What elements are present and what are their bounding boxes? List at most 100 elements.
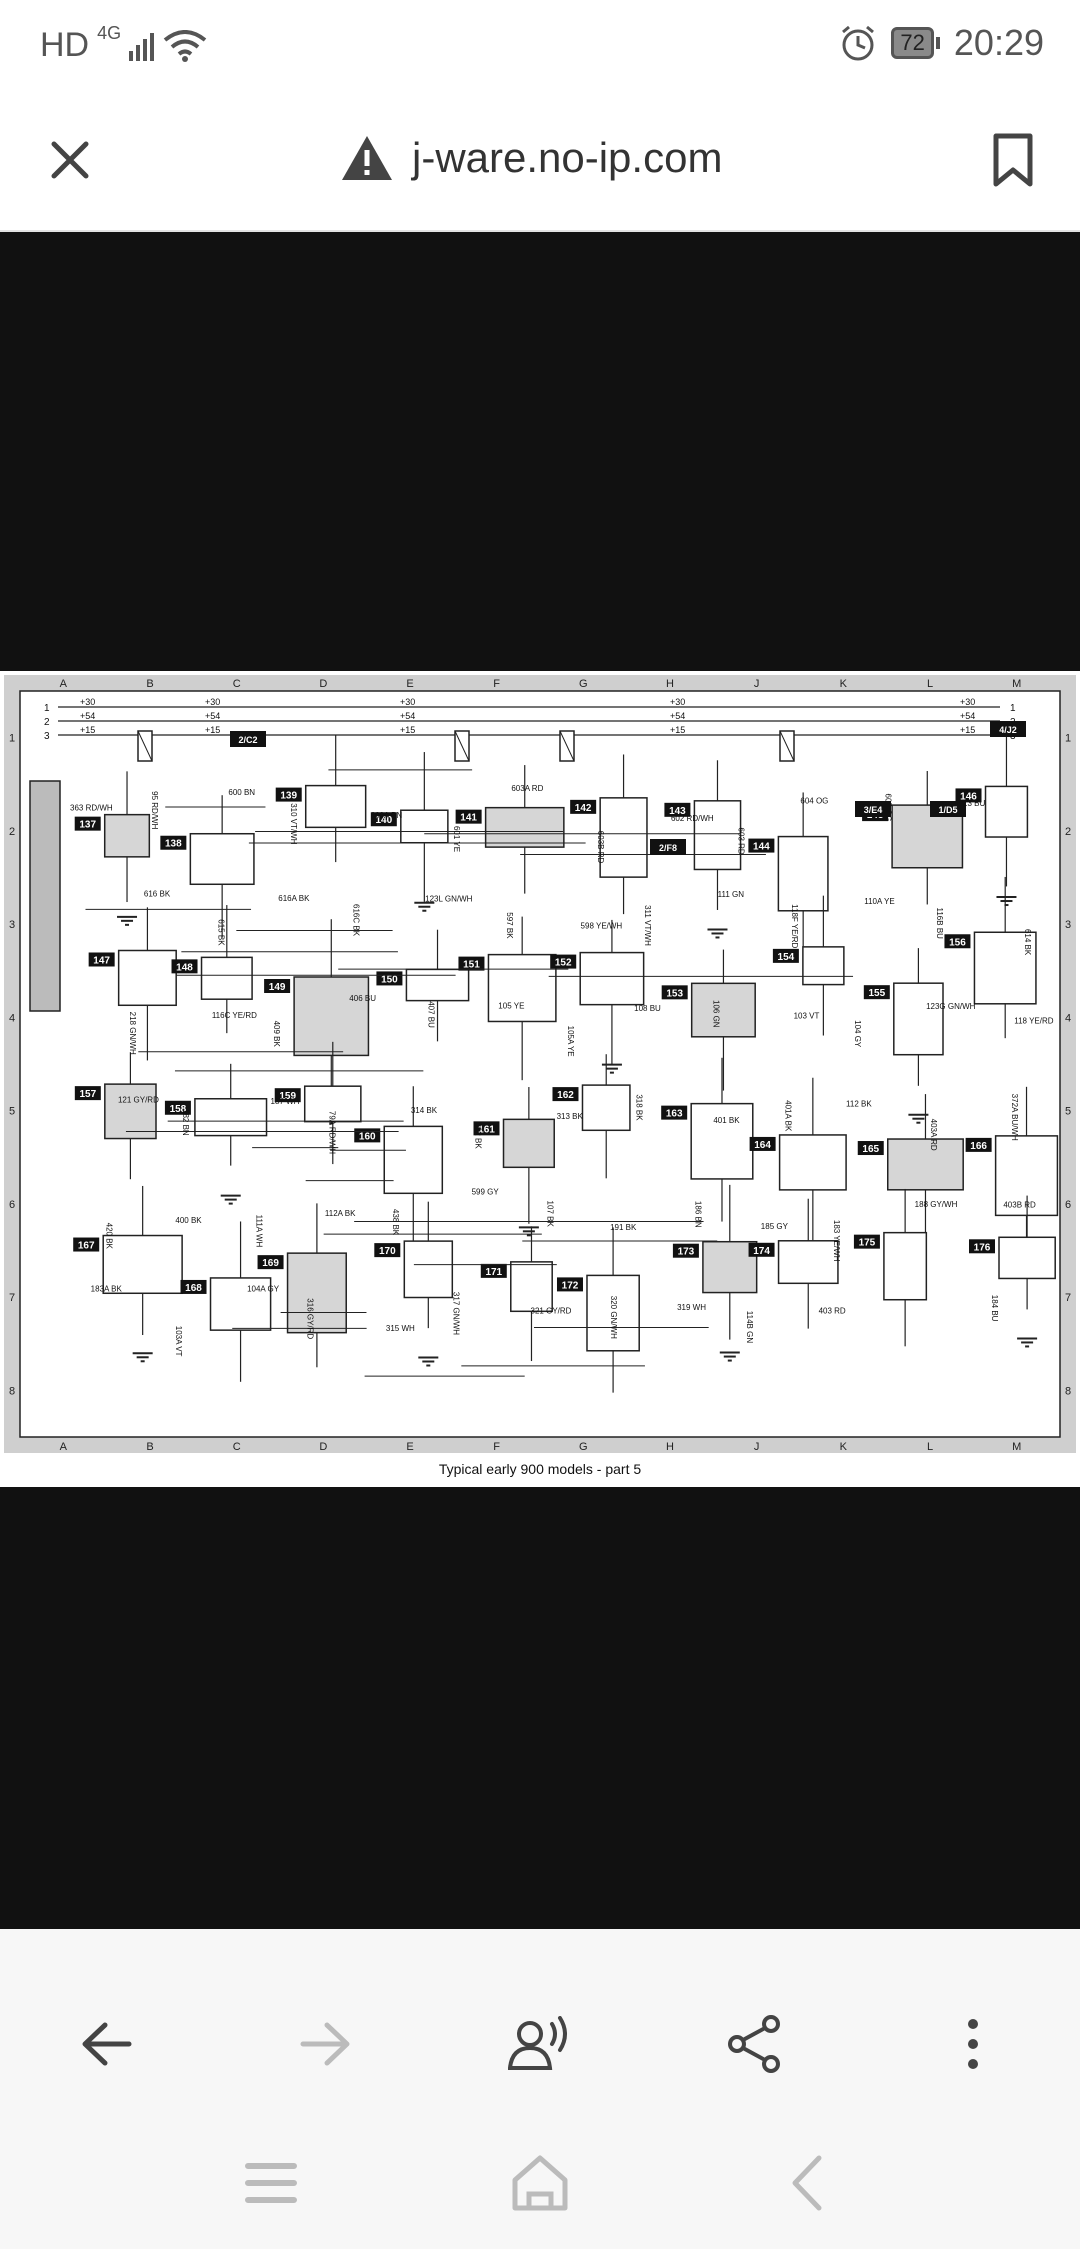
wire-label: 438 BK bbox=[391, 1209, 400, 1236]
status-bar: HD 4G 72 20:29 bbox=[0, 0, 1080, 90]
alarm-icon bbox=[842, 25, 875, 61]
back-button[interactable] bbox=[72, 2009, 142, 2079]
wire-label: 187 WH bbox=[270, 1097, 299, 1106]
row-label-left: 7 bbox=[9, 1292, 15, 1304]
rail-label: +54 bbox=[670, 711, 685, 721]
component-number: 142 bbox=[575, 803, 592, 814]
wire-label: 188 GY/WH bbox=[915, 1200, 958, 1209]
wire-label: 321 GY/RD bbox=[531, 1307, 572, 1316]
component-number: 148 bbox=[176, 962, 193, 973]
col-label-top: E bbox=[406, 678, 413, 690]
system-navigation bbox=[0, 2130, 1080, 2248]
col-label-top: J bbox=[754, 678, 760, 690]
component-body bbox=[383, 1125, 444, 1195]
wire-label: 318 BK bbox=[634, 1094, 643, 1121]
component-body bbox=[403, 1240, 454, 1299]
component-tag bbox=[664, 802, 691, 817]
component-body bbox=[887, 1138, 964, 1191]
component-number: 139 bbox=[280, 791, 297, 802]
col-label-bottom: A bbox=[60, 1441, 68, 1453]
component-number: 156 bbox=[949, 937, 966, 948]
system-back-icon[interactable] bbox=[775, 2148, 845, 2218]
component-body bbox=[579, 951, 645, 1006]
wire-label: 603A RD bbox=[511, 784, 543, 793]
component-number: 165 bbox=[862, 1144, 879, 1155]
more-vertical-icon bbox=[968, 2019, 978, 2069]
home-icon[interactable] bbox=[505, 2148, 575, 2218]
wire-label: 105 YE bbox=[498, 1001, 524, 1010]
component-body bbox=[883, 1231, 928, 1301]
back-arrow-icon bbox=[82, 2022, 132, 2066]
component-body bbox=[303, 1085, 362, 1123]
share-button[interactable] bbox=[720, 2009, 790, 2079]
component-tag bbox=[550, 954, 577, 969]
component-tag bbox=[274, 1088, 301, 1103]
network-indicators: HD 4G bbox=[40, 23, 207, 65]
component-tag bbox=[74, 1086, 101, 1101]
wire-label: 112 BK bbox=[846, 1099, 872, 1108]
wire-label: 110A YE bbox=[864, 897, 894, 906]
component-tag bbox=[857, 1141, 884, 1156]
row-label-left: 4 bbox=[9, 1012, 15, 1024]
component-body bbox=[484, 806, 565, 848]
component-tag bbox=[748, 838, 775, 853]
close-icon[interactable] bbox=[40, 130, 100, 190]
col-label-bottom: C bbox=[233, 1441, 241, 1453]
forward-button[interactable] bbox=[290, 2009, 360, 2079]
component-number: 146 bbox=[960, 791, 977, 802]
col-label-top: D bbox=[319, 678, 327, 690]
component-number: 137 bbox=[79, 820, 96, 831]
wire-label: 603B RD bbox=[596, 831, 605, 864]
component-body bbox=[102, 1234, 183, 1295]
wire-label: 313 BK bbox=[557, 1112, 584, 1121]
reference-label: 1/D5 bbox=[938, 805, 957, 815]
more-button[interactable] bbox=[938, 2009, 1008, 2079]
component-tag bbox=[969, 1239, 996, 1254]
rail-label: +54 bbox=[80, 711, 95, 721]
wire-label: 616C BK bbox=[351, 904, 360, 937]
network-generation: 4G bbox=[97, 23, 122, 43]
component-number: 163 bbox=[666, 1109, 683, 1120]
voice-icon bbox=[508, 2016, 567, 2070]
component-tag bbox=[473, 1121, 500, 1136]
wire-label: 105A YE bbox=[566, 1026, 575, 1057]
wire-label: 186 BN bbox=[693, 1201, 702, 1228]
wire-label: 183A BK bbox=[91, 1285, 123, 1294]
component-body bbox=[690, 982, 756, 1038]
url-domain: j-ware.no-ip.com bbox=[412, 134, 723, 181]
component-body bbox=[973, 931, 1037, 1005]
component-tag bbox=[73, 1237, 100, 1252]
component-tag bbox=[661, 985, 688, 1000]
component-body bbox=[581, 1084, 631, 1132]
component-number: 160 bbox=[359, 1131, 376, 1142]
address[interactable]: j-ware.no-ip.com bbox=[340, 134, 722, 182]
bookmark-icon[interactable] bbox=[990, 132, 1036, 188]
col-label-bottom: B bbox=[146, 1441, 153, 1453]
component-tag bbox=[853, 1234, 880, 1249]
component-body bbox=[286, 1252, 347, 1334]
component-tag bbox=[74, 816, 101, 831]
recents-icon[interactable] bbox=[236, 2148, 306, 2218]
component-tag bbox=[257, 1255, 284, 1270]
row-label-left: 1 bbox=[9, 733, 15, 745]
component-tag bbox=[458, 956, 485, 971]
wire-label: 316 GY/RD bbox=[305, 1298, 314, 1339]
component-body bbox=[189, 832, 255, 886]
component-number: 144 bbox=[753, 842, 770, 853]
component-body bbox=[998, 1236, 1056, 1280]
voice-button[interactable] bbox=[505, 2009, 575, 2079]
share-icon bbox=[728, 2015, 780, 2073]
wire-label: 314 BK bbox=[411, 1106, 438, 1115]
component-body bbox=[802, 946, 845, 986]
component-number: 147 bbox=[93, 955, 110, 966]
row-label-left: 6 bbox=[9, 1199, 15, 1211]
wire-label: 600A BN bbox=[371, 811, 403, 820]
component-tag bbox=[552, 1087, 579, 1102]
url-bar: j-ware.no-ip.com bbox=[0, 90, 1080, 232]
wire-label: 600 BN bbox=[228, 788, 255, 797]
wire-label: 116B BU bbox=[935, 908, 944, 940]
wire-label: 123L GN/WH bbox=[425, 894, 472, 903]
wire-label: 615 BK bbox=[217, 919, 226, 946]
